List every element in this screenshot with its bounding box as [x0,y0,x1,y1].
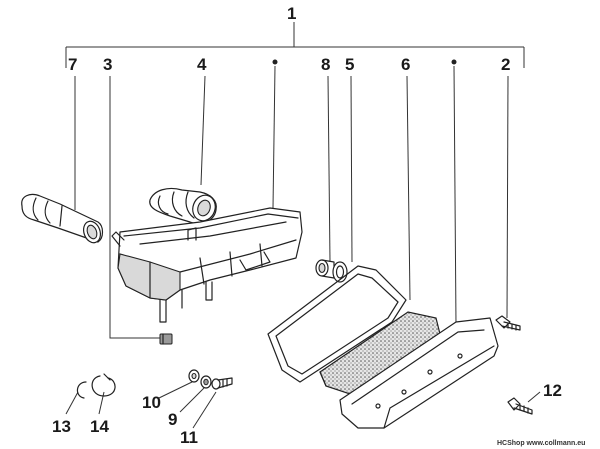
part-10-washer [188,369,200,383]
part-11-screw [211,377,233,390]
part-7-intake-tube [21,193,104,244]
callout-9: 9 [168,410,177,429]
part-13-c-clip [76,381,87,399]
callout-10: 10 [142,393,161,412]
shop-credit: HCShop www.collmann.eu [497,440,585,447]
callout-12: 12 [543,381,562,400]
callout-7: 7 [68,55,77,74]
part-3-clip [159,333,173,345]
part-14-clamp [91,373,116,397]
housing-gasket [267,265,407,383]
part-12-screw [507,397,533,415]
group-bracket [65,22,525,68]
part-2-screw [495,315,521,331]
callout-1: 1 [287,4,296,23]
reference-dot-cover [451,59,457,65]
part-4-rubber-duct [149,187,217,225]
part-8-sleeve [315,259,335,279]
callout-2: 2 [501,55,510,74]
callout-11: 11 [180,428,198,447]
housing-cover [339,317,499,429]
callout-5: 5 [345,55,354,74]
callout-13: 13 [52,417,71,436]
air-filter-housing [111,207,303,323]
leader-lines [65,65,541,429]
callout-3: 3 [103,55,112,74]
reference-dot-housing [272,59,278,65]
part-9-spacer [200,375,212,389]
callout-6: 6 [401,55,410,74]
callout-14: 14 [90,417,109,436]
callout-8: 8 [321,55,330,74]
callout-4: 4 [197,55,207,74]
